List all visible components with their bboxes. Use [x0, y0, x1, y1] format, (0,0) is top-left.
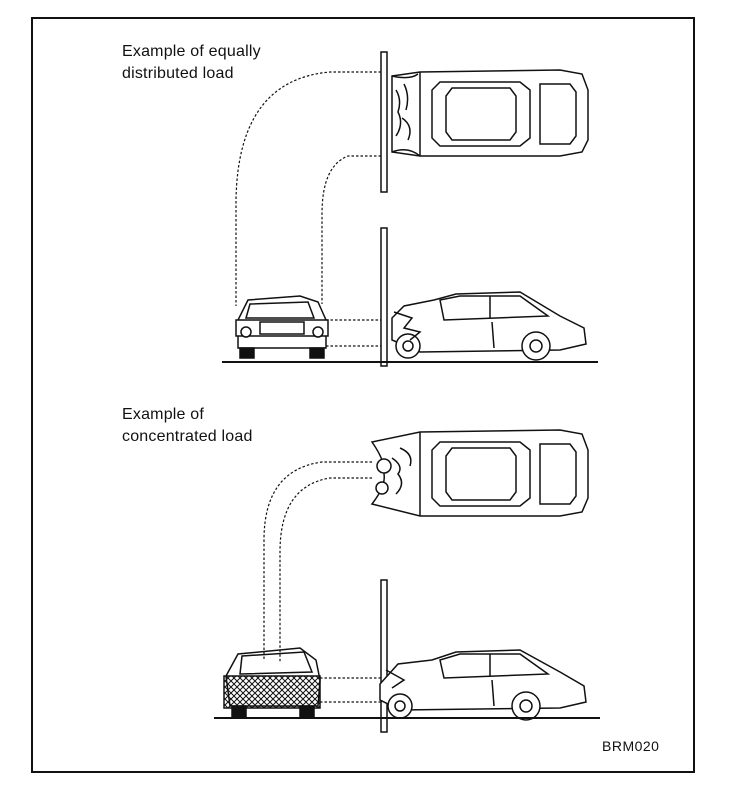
wall-side-view-2 — [380, 579, 388, 733]
distributed-load-title-line1: Example of equally — [122, 43, 261, 60]
concentrated-load-title-line2: concentrated load — [122, 428, 253, 445]
car-front-view-1 — [235, 295, 329, 359]
car-top-view-2 — [370, 429, 589, 517]
figure-code: BRM020 — [602, 738, 660, 754]
projection-lines-2 — [263, 461, 381, 703]
concentrated-load-title-line1: Example of — [122, 406, 205, 423]
car-side-view-1 — [391, 291, 587, 361]
wall-side-view-1 — [380, 227, 388, 367]
projection-lines-1 — [235, 71, 381, 347]
distributed-load-title-line2: distributed load — [122, 65, 234, 82]
car-front-view-2 — [223, 647, 321, 719]
concentrated-load-title: Example of concentrated load — [122, 404, 253, 448]
car-top-view-1 — [391, 69, 589, 157]
distributed-load-title: Example of equally distributed load — [122, 41, 261, 85]
wall-top-view-1 — [380, 51, 388, 193]
car-side-view-2 — [379, 649, 587, 721]
